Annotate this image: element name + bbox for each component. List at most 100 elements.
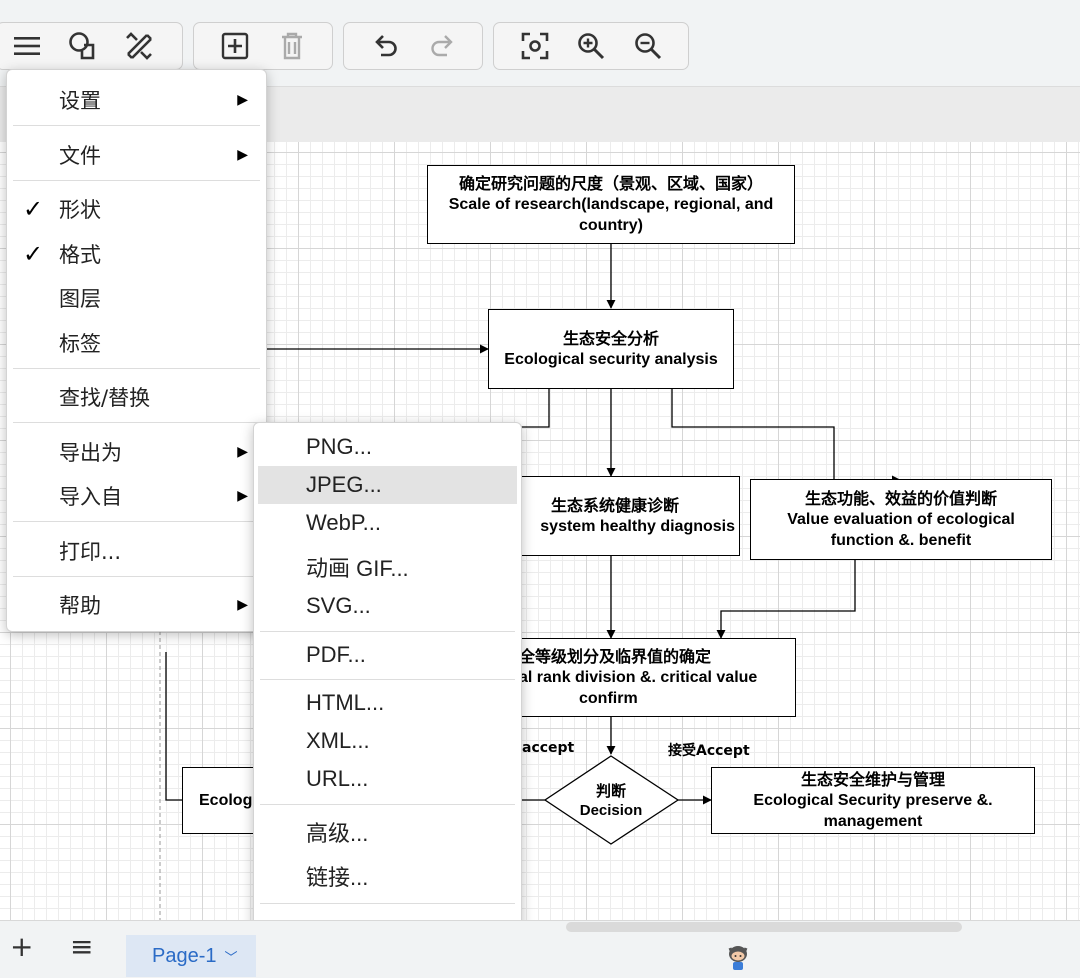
menu-separator <box>13 180 260 181</box>
page-tab-label: Page-1 <box>152 944 217 967</box>
zoom-in-icon[interactable] <box>569 23 613 69</box>
main-menu-item-0[interactable]: 设置▶ <box>7 80 266 120</box>
toolbar-group-history <box>343 22 483 70</box>
node-scale[interactable]: 确定研究问题的尺度（景观、区域、国家） Scale of research(la… <box>427 165 795 244</box>
page-tab[interactable]: Page-1 ﹀ <box>126 935 256 977</box>
fit-icon[interactable] <box>513 23 557 69</box>
main-menu-item-3[interactable]: ✓ 格式 <box>7 234 266 274</box>
export-menu-item-4[interactable]: SVG... <box>254 587 521 625</box>
menu-separator <box>260 804 515 805</box>
node-health[interactable]: 生态系统健康诊断 system healthy diagnosis <box>500 476 740 556</box>
export-menu-item-9[interactable]: 高级... <box>254 813 521 851</box>
node-analysis-zh: 生态安全分析 <box>562 329 659 348</box>
toolbar-group-zoom <box>493 22 689 70</box>
delete-icon[interactable] <box>270 23 314 69</box>
checkmark-icon: ✓ <box>23 195 44 223</box>
main-menu-item-9[interactable]: 打印... <box>7 531 266 571</box>
submenu-arrow-icon: ▶ <box>237 444 248 460</box>
decision-diamond <box>543 755 680 845</box>
node-rank-en2: confirm <box>579 690 638 707</box>
menu-separator <box>260 679 515 680</box>
format-icon[interactable] <box>117 23 161 69</box>
submenu-arrow-icon: ▶ <box>237 147 248 163</box>
main-menu-item-5[interactable]: 标签 <box>7 323 266 363</box>
submenu-arrow-icon: ▶ <box>237 92 248 108</box>
node-rank-en1: al rank division &. critical value <box>519 669 758 686</box>
insert-icon[interactable] <box>213 23 257 69</box>
menu-separator <box>260 903 515 904</box>
export-menu-item-label: HTML... <box>306 690 385 715</box>
export-menu-item-5[interactable]: PDF... <box>254 636 521 674</box>
main-menu-item-10[interactable]: 帮助▶ <box>7 585 266 625</box>
main-menu-item-1[interactable]: 文件 ▶ <box>7 135 266 175</box>
export-menu-item-label: XML... <box>306 728 370 753</box>
diagram-canvas[interactable]: 确定研究问题的尺度（景观、区域、国家） Scale of research(la… <box>0 142 1080 920</box>
main-menu: 设置▶文件▶✓形状✓格式图层标签查找/替换导出为▶导入自▶打印...帮助▶ <box>6 69 267 632</box>
node-value[interactable]: 生态功能、效益的价值判断 Value evaluation of ecologi… <box>750 479 1052 560</box>
octocat-icon[interactable] <box>726 944 750 972</box>
horizontal-scrollbar[interactable] <box>566 922 962 932</box>
node-rank-zh: 全等级划分及临界值的确定 <box>519 647 712 666</box>
undo-icon[interactable] <box>364 23 408 69</box>
main-menu-item-7[interactable]: 导出为▶ <box>7 432 266 472</box>
edge-left-feedback <box>165 652 183 801</box>
node-scale-zh: 确定研究问题的尺度（景观、区域、国家） <box>458 174 763 193</box>
main-menu-item-label: 格式 <box>59 243 101 267</box>
menu-separator <box>260 631 515 632</box>
edge-analysis-value <box>671 388 901 485</box>
checkmark-icon: ✓ <box>23 240 44 268</box>
node-health-en: system healthy diagnosis <box>540 518 735 535</box>
export-menu-item-label: JPEG... <box>306 472 382 497</box>
main-menu-item-label: 形状 <box>59 198 101 222</box>
main-menu-item-label: 文件 <box>59 144 101 168</box>
main-menu-item-2[interactable]: ✓ 形状 <box>7 189 266 229</box>
export-menu-item-1[interactable]: JPEG... <box>258 466 517 504</box>
toolbar-group-view <box>0 22 183 70</box>
export-menu-item-label: PNG... <box>306 434 373 459</box>
main-menu-item-8[interactable]: 导入自▶ <box>7 476 266 516</box>
menu-separator <box>13 368 260 369</box>
export-menu-item-3[interactable]: 动画 GIF... <box>254 548 521 586</box>
add-page-button[interactable]: + <box>10 930 34 963</box>
node-analysis[interactable]: 生态安全分析 Ecological security analysis <box>488 309 734 389</box>
node-rank[interactable]: 全等级划分及临界值的确定 al rank division &. critica… <box>500 638 796 717</box>
node-scale-en1: Scale of research(landscape, regional, a… <box>448 196 774 213</box>
edge-value-rank <box>716 560 856 639</box>
export-menu-item-6[interactable]: HTML... <box>254 684 521 722</box>
edge-analysis-left <box>520 388 550 428</box>
main-menu-item-label: 图层 <box>59 287 101 311</box>
edge-label-accept: 接受Accept <box>668 743 750 759</box>
menu-separator <box>13 125 260 126</box>
export-submenu: PNG... JPEG... WebP... 动画 GIF... SVG... PDF..… <box>253 422 522 958</box>
export-menu-item-0[interactable]: PNG... <box>254 428 521 466</box>
redo-icon[interactable] <box>420 23 464 69</box>
pages-menu-button[interactable]: ≡ <box>70 930 94 963</box>
shapes-icon[interactable] <box>61 23 105 69</box>
node-decision-zh: 判断 <box>595 782 626 800</box>
export-menu-item-label: WebP... <box>306 510 382 535</box>
node-preserve-zh: 生态安全维护与管理 <box>800 770 945 789</box>
menu-icon[interactable] <box>5 23 49 69</box>
menu-separator <box>13 422 260 423</box>
main-menu-item-4[interactable]: 图层 <box>7 278 266 318</box>
export-menu-item-label: 动画 GIF... <box>306 556 409 581</box>
zoom-out-icon[interactable] <box>626 23 670 69</box>
node-value-en1: Value evaluation of ecological <box>787 511 1015 528</box>
main-menu-item-6[interactable]: 查找/替换 <box>7 377 266 417</box>
node-preserve-en1: Ecological Security preserve &. <box>753 792 993 809</box>
main-menu-item-label: 导入自 <box>59 485 122 509</box>
export-menu-item-label: URL... <box>306 766 369 791</box>
export-menu-item-2[interactable]: WebP... <box>254 504 521 542</box>
export-menu-item-label: 链接... <box>306 865 369 890</box>
toolbar-group-edit <box>193 22 333 70</box>
node-decision[interactable]: 判断 Decision <box>560 774 662 828</box>
main-menu-item-label: 打印... <box>59 540 122 564</box>
export-menu-item-10[interactable]: 链接... <box>254 857 521 895</box>
chevron-down-icon[interactable]: ﹀ <box>224 949 238 965</box>
export-menu-item-7[interactable]: XML... <box>254 722 521 760</box>
node-left-en: Ecolog <box>199 792 253 809</box>
node-preserve[interactable]: 生态安全维护与管理 Ecological Security preserve &… <box>711 767 1035 834</box>
export-menu-item-label: SVG... <box>306 593 371 618</box>
export-menu-item-8[interactable]: URL... <box>254 760 521 798</box>
menu-separator <box>13 576 260 577</box>
